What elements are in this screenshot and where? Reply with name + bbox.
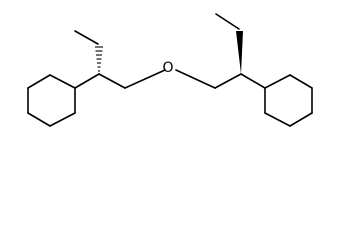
molecule-structure-diagram: O <box>27 13 313 127</box>
right-ring-bond-6 <box>264 74 291 89</box>
right-ring-bond-5 <box>289 74 313 89</box>
left-ring-bond-2 <box>49 112 76 127</box>
right-stereocenter-to-ring-bond <box>240 73 266 89</box>
left-stereocenter-to-methylene-bond <box>98 73 126 89</box>
left-ethyl-bond <box>74 30 99 45</box>
left-cyclohexane-ring <box>27 74 76 127</box>
right-cyclohexane-ring <box>264 74 313 127</box>
right-ring-bond-2 <box>264 112 291 127</box>
left-side-chain <box>74 30 166 89</box>
left-methylene-to-oxygen-bond <box>124 69 166 89</box>
right-oxygen-to-methylene-bond <box>175 69 216 89</box>
left-hashed-wedge-bond <box>95 46 103 72</box>
right-bold-wedge-bond <box>236 31 243 74</box>
right-methylene-to-stereocenter-bond <box>214 73 242 89</box>
left-ring-bond-5 <box>27 74 51 89</box>
left-ring-to-stereocenter-bond <box>74 73 100 89</box>
oxygen-atom-label: O <box>162 60 173 76</box>
right-side-chain <box>175 13 266 89</box>
left-ring-bond-3 <box>27 112 51 127</box>
right-ethyl-bond <box>215 13 240 30</box>
right-ring-bond-3 <box>289 112 313 127</box>
left-ring-bond-6 <box>49 74 76 89</box>
